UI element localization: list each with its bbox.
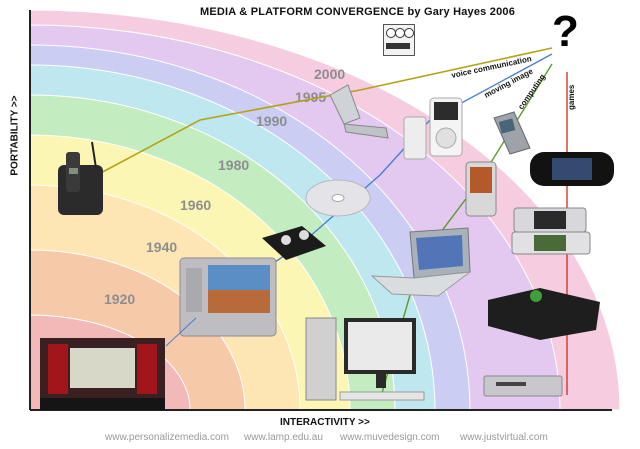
cc-dot-icon xyxy=(404,28,414,38)
cc-bar-icon xyxy=(386,43,410,49)
x-axis-label: INTERACTIVITY >> xyxy=(280,417,370,428)
vhs-cassette-icon xyxy=(262,226,326,260)
era-label-1960: 1960 xyxy=(180,197,211,213)
footer-link-muvedesign[interactable]: www.muvedesign.com xyxy=(340,432,440,443)
question-mark: ? xyxy=(552,7,579,56)
cordless-phone-icon xyxy=(58,141,103,215)
footer-link-justvirtual[interactable]: www.justvirtual.com xyxy=(460,432,548,443)
footer-link-lamp[interactable]: www.lamp.edu.au xyxy=(244,432,323,443)
cinema-screen-icon xyxy=(40,338,165,410)
era-label-1990: 1990 xyxy=(256,113,287,129)
creative-commons-badge xyxy=(383,24,415,56)
psp-icon xyxy=(530,152,614,186)
dvd-player-icon xyxy=(483,375,563,397)
desktop-computer-icon xyxy=(305,317,425,401)
flip-phone-icon xyxy=(329,84,389,139)
xbox-icon xyxy=(488,288,600,340)
footer-link-personalizemedia[interactable]: www.personalizemedia.com xyxy=(105,432,229,443)
smartphone-icon xyxy=(493,111,531,155)
stream-label-games: games xyxy=(567,84,576,110)
era-label-1980: 1980 xyxy=(218,157,249,173)
y-axis-label: PORTABILITY >> xyxy=(9,95,21,176)
era-label-1920: 1920 xyxy=(104,291,135,307)
era-label-1940: 1940 xyxy=(146,239,177,255)
crt-television-icon xyxy=(179,257,277,337)
era-label-2000: 2000 xyxy=(314,66,345,82)
connector-dots xyxy=(165,317,197,347)
pda-icon xyxy=(465,161,497,217)
cd-disc-icon xyxy=(305,179,371,217)
voice-communication-line xyxy=(81,47,553,184)
nintendo-ds-icon xyxy=(511,207,591,255)
ipod-icon xyxy=(403,97,463,160)
diagram-title: MEDIA & PLATFORM CONVERGENCE by Gary Hay… xyxy=(200,6,516,18)
laptop-icon xyxy=(370,227,472,297)
